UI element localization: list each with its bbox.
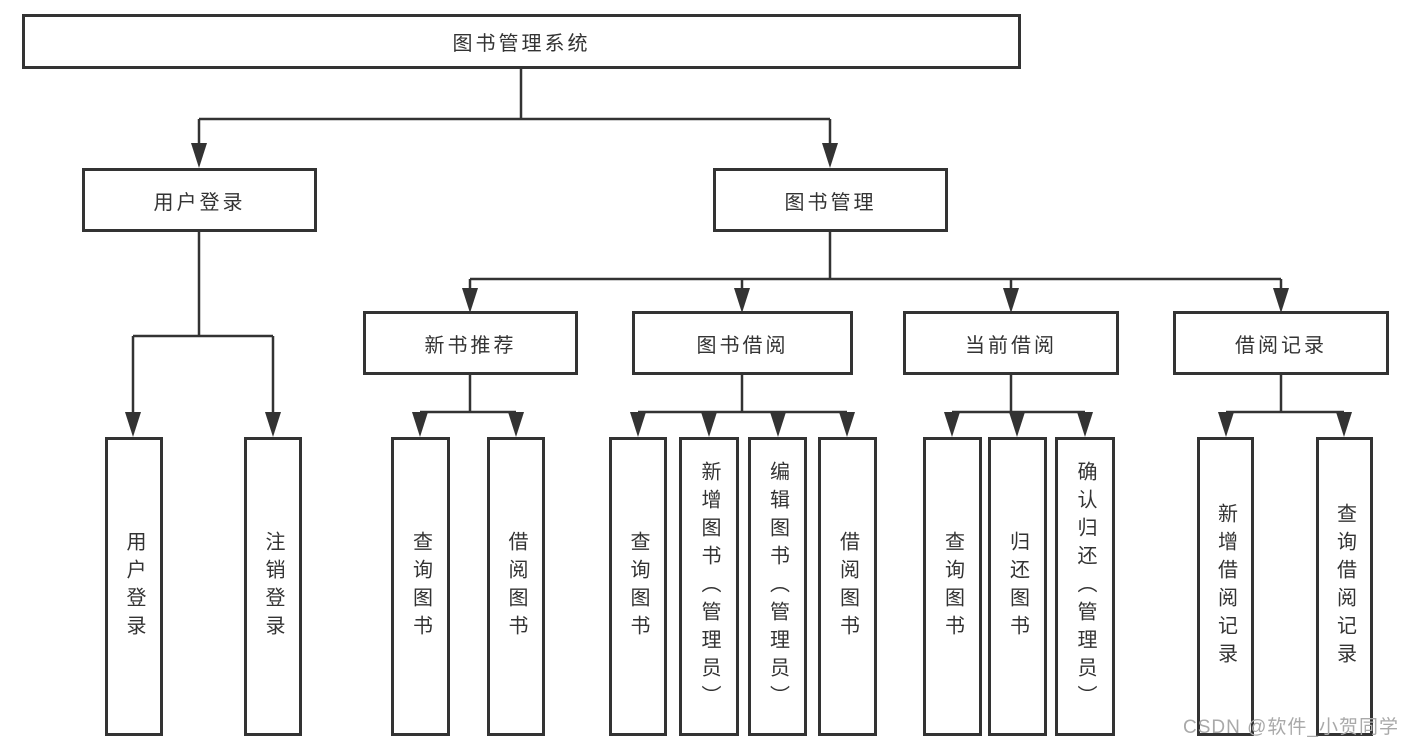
- watermark: CSDN @软件_小贺同学: [1183, 717, 1399, 738]
- node-user-login: 用户登录: [82, 168, 317, 232]
- node-root: 图书管理系统: [22, 14, 1021, 69]
- node-user-login-label: 用户登录: [153, 191, 246, 214]
- node-book-management-label: 图书管理: [784, 191, 877, 214]
- node-new-book-recommend-label: 新书推荐: [424, 334, 517, 357]
- leaf-return-book-label: 归还图书: [1006, 530, 1029, 643]
- leaf-confirm-return-admin-label: 确认归还（管理员）: [1074, 460, 1096, 713]
- leaf-user-login-label: 用户登录: [123, 530, 145, 643]
- leaf-add-borrow-record-label: 新增借阅记录: [1214, 502, 1237, 671]
- leaf-query-borrow-record-label: 查询借阅记录: [1333, 502, 1356, 671]
- leaf-confirm-return-admin: 确认归还（管理员）: [1055, 437, 1115, 736]
- leaf-borrow-books-borrowing: 借阅图书: [818, 437, 877, 736]
- leaf-query-borrow-record: 查询借阅记录: [1316, 437, 1373, 736]
- leaf-user-login: 用户登录: [105, 437, 163, 736]
- leaf-query-books-recommend-label: 查询图书: [409, 530, 432, 643]
- leaf-edit-book-admin: 编辑图书（管理员）: [748, 437, 807, 736]
- leaf-query-books-current-label: 查询图书: [941, 530, 964, 643]
- leaf-add-book-admin: 新增图书（管理员）: [679, 437, 739, 736]
- leaf-borrow-books-recommend: 借阅图书: [487, 437, 545, 736]
- node-book-management: 图书管理: [713, 168, 948, 232]
- leaf-add-book-admin-label: 新增图书（管理员）: [698, 460, 720, 713]
- node-borrowing-records-label: 借阅记录: [1235, 334, 1327, 357]
- node-current-borrowing: 当前借阅: [903, 311, 1119, 375]
- leaf-borrow-books-borrowing-label: 借阅图书: [836, 530, 859, 643]
- node-new-book-recommend: 新书推荐: [363, 311, 578, 375]
- leaf-query-books-recommend: 查询图书: [391, 437, 450, 736]
- leaf-query-books-current: 查询图书: [923, 437, 982, 736]
- leaf-query-books-borrowing-label: 查询图书: [627, 530, 649, 643]
- node-book-borrowing-label: 图书借阅: [696, 334, 789, 357]
- leaf-logout: 注销登录: [244, 437, 302, 736]
- leaf-edit-book-admin-label: 编辑图书（管理员）: [766, 460, 789, 713]
- leaf-return-book: 归还图书: [988, 437, 1047, 736]
- node-root-label: 图书管理系统: [452, 33, 591, 55]
- node-borrowing-records: 借阅记录: [1173, 311, 1389, 375]
- leaf-borrow-books-recommend-label: 借阅图书: [505, 530, 527, 643]
- node-current-borrowing-label: 当前借阅: [965, 334, 1057, 357]
- node-book-borrowing: 图书借阅: [632, 311, 853, 375]
- leaf-add-borrow-record: 新增借阅记录: [1197, 437, 1254, 736]
- leaf-query-books-borrowing: 查询图书: [609, 437, 667, 736]
- leaf-logout-label: 注销登录: [262, 530, 284, 643]
